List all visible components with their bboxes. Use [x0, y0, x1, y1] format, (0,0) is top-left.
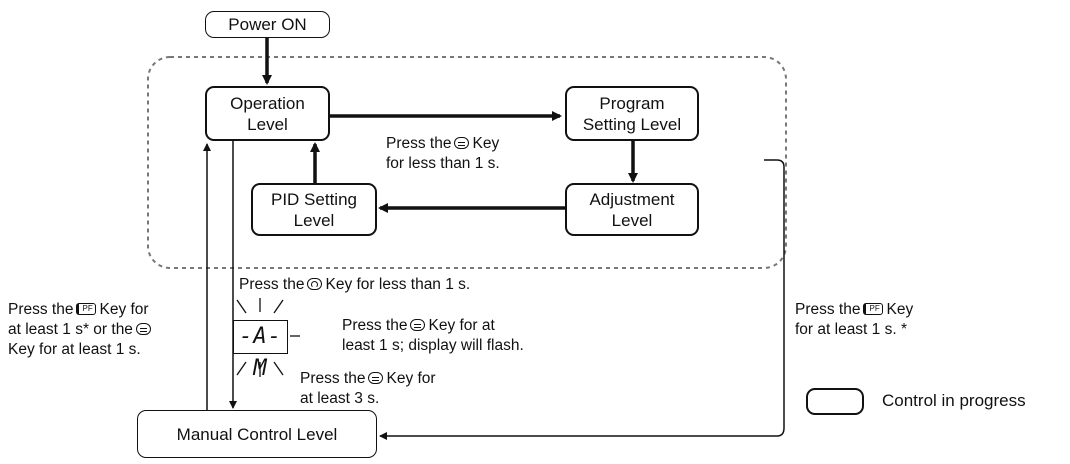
adjustment-level-label: Adjustment Level	[589, 189, 675, 230]
mode-key-icon	[454, 137, 470, 149]
arrow-program-to-manual	[379, 159, 785, 440]
legend-box-swatch	[806, 388, 864, 415]
program-setting-level-box: Program Setting Level	[565, 86, 699, 141]
power-on-label: Power ON	[228, 15, 307, 34]
control-region-dashed	[147, 56, 787, 269]
adjustment-level-box: Adjustment Level	[565, 183, 699, 236]
manual-control-level-label: Manual Control Level	[176, 424, 338, 444]
operation-level-box: Operation Level	[205, 86, 330, 141]
rotate-key-icon	[307, 278, 323, 290]
pid-setting-level-label: PID Setting Level	[271, 189, 357, 230]
legend-label: Control in progress	[882, 391, 1026, 410]
program-setting-level-label: Program Setting Level	[582, 93, 682, 134]
mode-key-icon	[368, 372, 384, 384]
manual-control-level-box: Manual Control Level	[137, 410, 377, 458]
flash-rays	[236, 298, 300, 377]
pf-key-icon	[76, 303, 97, 315]
display-panel-icon: -A-M	[233, 320, 288, 381]
pf-key-icon	[863, 303, 884, 315]
mode-key-icon	[410, 319, 426, 331]
mode-key-icon	[135, 323, 151, 335]
pid-setting-level-box: PID Setting Level	[251, 183, 377, 236]
operation-level-label: Operation Level	[230, 93, 305, 134]
power-on-box: Power ON	[205, 11, 330, 38]
